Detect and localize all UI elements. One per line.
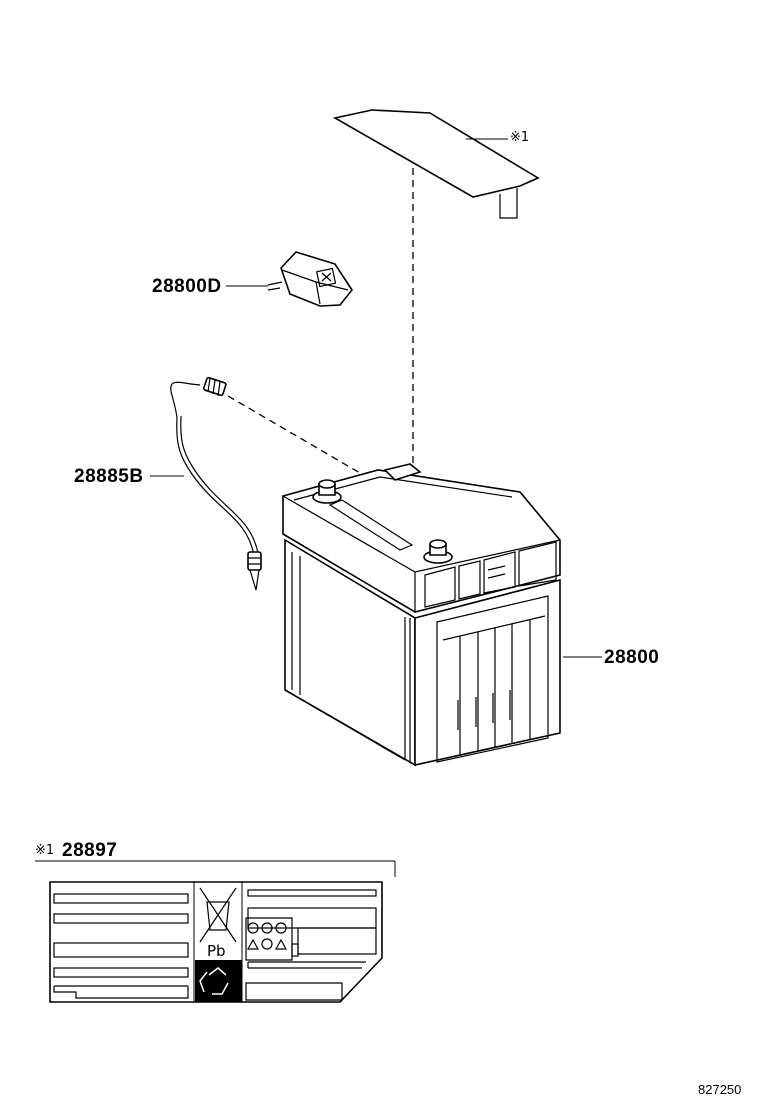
install-path-sensor — [227, 395, 373, 481]
sensor-wire-part-number[interactable]: 28885B — [74, 466, 144, 487]
sensor-cover-part[interactable] — [226, 251, 353, 307]
cover-note-mark: ※1 — [510, 130, 530, 145]
battery-part-number[interactable]: 28800 — [604, 647, 660, 668]
battery-cover-sheet[interactable] — [332, 109, 540, 219]
sensor-wire-part[interactable] — [150, 376, 262, 591]
warning-label-part[interactable] — [49, 881, 383, 1003]
lead-symbol: Pb — [207, 942, 226, 960]
label-part-number[interactable]: 28897 — [62, 840, 118, 861]
sensor-cover-part-number[interactable]: 28800D — [152, 276, 222, 297]
label-note-mark: ※1 — [35, 843, 55, 858]
diagram-id: 827250 — [698, 1082, 742, 1097]
battery-part[interactable] — [282, 463, 602, 767]
label-section — [35, 860, 396, 877]
